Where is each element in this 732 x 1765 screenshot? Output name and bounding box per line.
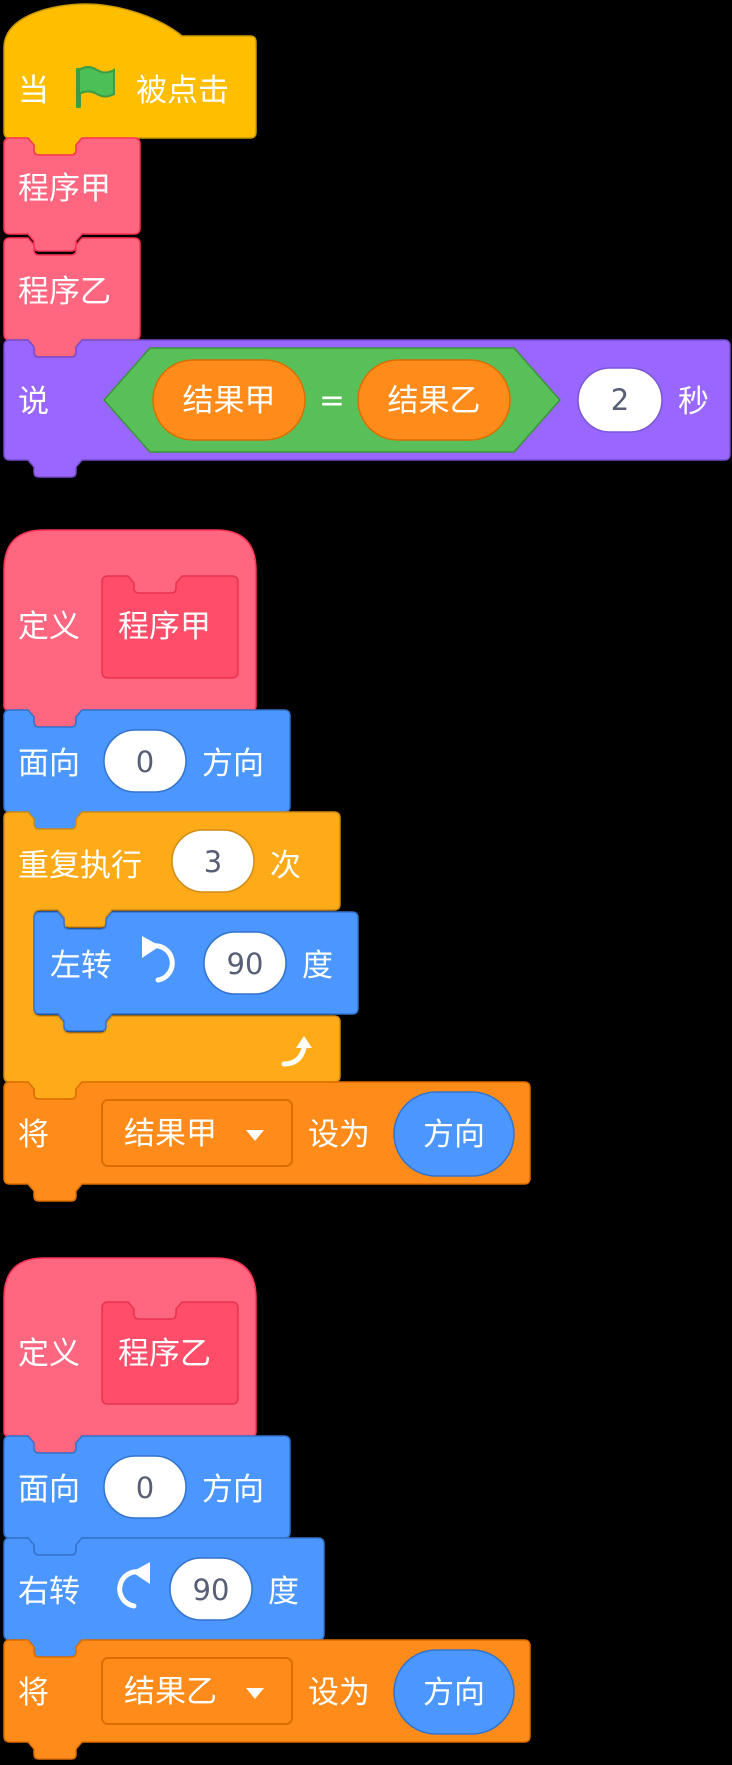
turn-right-degrees-input[interactable]: 90 — [169, 1557, 253, 1621]
direction-reporter-a-label: 方向 — [423, 1117, 485, 1153]
variable-reporter-result-b[interactable]: 结果乙 — [357, 359, 511, 441]
direction-input[interactable]: 0 — [103, 1455, 187, 1519]
set-label: 将 — [18, 1675, 49, 1711]
define-label: 定义 — [18, 1336, 80, 1372]
point-label: 面向 — [18, 1472, 80, 1508]
procedure-prototype-b[interactable]: 程序乙 — [101, 1301, 239, 1405]
script-2: 定义 程序甲 面向 0 方向 重复执行 3 次 — [3, 529, 531, 1202]
variable-dropdown-a[interactable]: 结果甲 — [101, 1099, 293, 1167]
procedure-prototype-b-label: 程序乙 — [118, 1336, 211, 1372]
turn-right-unit-label: 度 — [268, 1574, 299, 1610]
call-procedure-b-label: 程序乙 — [18, 274, 111, 310]
seconds-input[interactable]: 2 — [577, 367, 663, 433]
variable-dropdown-b[interactable]: 结果乙 — [101, 1657, 293, 1725]
turn-right-degrees-value: 90 — [193, 1573, 230, 1607]
equals-operator-block[interactable]: 结果甲 = 结果乙 — [102, 347, 562, 453]
green-flag-icon — [76, 66, 115, 108]
set-to-label: 设为 — [308, 1675, 370, 1711]
direction-reporter-b[interactable]: 方向 — [393, 1649, 515, 1735]
repeat-label: 重复执行 — [18, 848, 142, 884]
turn-left-unit-label: 度 — [302, 948, 333, 984]
chevron-down-icon — [246, 1688, 264, 1699]
seconds-unit-label: 秒 — [678, 384, 709, 420]
direction-reporter-b-label: 方向 — [423, 1675, 485, 1711]
script-1: 当 被点击 程序甲 程序乙 说 结果甲 — [3, 3, 731, 478]
hat-clicked-label: 被点击 — [136, 73, 229, 109]
call-procedure-a-label: 程序甲 — [18, 171, 111, 207]
define-procedure-a-block[interactable]: 定义 程序甲 — [3, 529, 257, 728]
repeat-unit-label: 次 — [270, 848, 301, 884]
set-to-label: 设为 — [308, 1117, 370, 1153]
turn-left-label: 左转 — [50, 948, 112, 984]
reporter-result-a-label: 结果甲 — [183, 383, 276, 419]
equals-sign: = — [319, 383, 345, 419]
variable-reporter-result-a[interactable]: 结果甲 — [152, 359, 306, 441]
point-label: 面向 — [18, 746, 80, 782]
procedure-prototype-a-label: 程序甲 — [118, 609, 211, 645]
repeat-count-input[interactable]: 3 — [171, 829, 255, 893]
repeat-count-value: 3 — [204, 845, 222, 879]
direction-input[interactable]: 0 — [103, 729, 187, 793]
chevron-down-icon — [246, 1130, 264, 1141]
point-unit-label: 方向 — [202, 746, 264, 782]
turn-left-degrees-value: 90 — [227, 947, 264, 981]
turn-right-block[interactable]: 右转 90 度 — [3, 1537, 325, 1658]
rotate-left-icon — [142, 936, 175, 983]
direction-input-value: 0 — [136, 745, 154, 779]
turn-right-label: 右转 — [18, 1574, 80, 1610]
set-variable-block-a[interactable]: 将 结果甲 设为 方向 — [3, 1081, 531, 1202]
seconds-input-value: 2 — [611, 383, 629, 417]
variable-dropdown-b-value: 结果乙 — [124, 1674, 217, 1710]
repeat-block[interactable]: 重复执行 3 次 — [3, 811, 341, 1100]
say-label: 说 — [18, 384, 49, 420]
set-variable-block-b[interactable]: 将 结果乙 设为 方向 — [3, 1639, 531, 1760]
call-procedure-a-block[interactable]: 程序甲 — [3, 137, 141, 252]
point-in-direction-block-a[interactable]: 面向 0 方向 — [3, 709, 291, 830]
say-for-seconds-block[interactable]: 说 结果甲 = 结果乙 2 秒 — [3, 339, 731, 478]
variable-dropdown-a-value: 结果甲 — [124, 1116, 217, 1152]
rotate-right-icon — [117, 1562, 150, 1609]
point-unit-label: 方向 — [202, 1472, 264, 1508]
turn-left-degrees-input[interactable]: 90 — [203, 931, 287, 995]
direction-input-value: 0 — [136, 1471, 154, 1505]
turn-left-block[interactable]: 左转 90 度 — [33, 911, 359, 1032]
define-label: 定义 — [18, 609, 80, 645]
point-in-direction-block-b[interactable]: 面向 0 方向 — [3, 1435, 291, 1556]
procedure-prototype-a[interactable]: 程序甲 — [101, 575, 239, 679]
hat-when-label: 当 — [18, 73, 49, 109]
define-procedure-b-block[interactable]: 定义 程序乙 — [3, 1257, 257, 1454]
call-procedure-b-block[interactable]: 程序乙 — [3, 237, 141, 358]
loop-arrow-icon — [281, 1036, 312, 1067]
set-label: 将 — [18, 1117, 49, 1153]
when-flag-clicked-block[interactable]: 当 被点击 — [3, 3, 257, 156]
script-3: 定义 程序乙 面向 0 方向 右转 — [3, 1257, 531, 1760]
reporter-result-b-label: 结果乙 — [388, 383, 481, 419]
direction-reporter-a[interactable]: 方向 — [393, 1091, 515, 1177]
